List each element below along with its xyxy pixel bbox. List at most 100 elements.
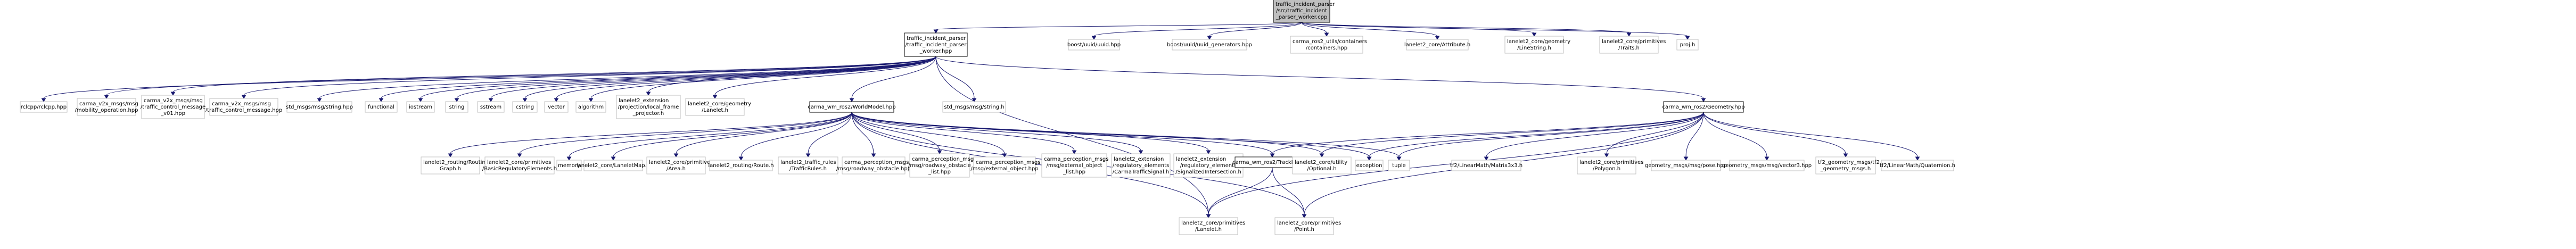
dependency-edge-worldmodel-to-trackpos [851, 112, 1275, 157]
node-box [1676, 39, 1699, 51]
node-box [1729, 160, 1805, 171]
node-label-line: Graph.h [440, 166, 461, 172]
node-box [709, 160, 773, 171]
node-label-line: /Traits.h [1618, 45, 1640, 51]
node-box [942, 101, 1006, 113]
include-node-pose: geometry_msgs/msg/pose.hpp [1645, 160, 1727, 171]
node-box [544, 101, 569, 113]
include-node-lanelet_traits: lanelet2_core/primitives/Traits.h [1599, 36, 1666, 54]
node-box [477, 101, 505, 113]
dependency-edge-geometry-to-tuple [1396, 112, 1704, 161]
dependency-edge-trackpos-to-primitives_point [1272, 167, 1307, 218]
dependency-edge-traffic_incident_worker_cpp-to-proj [1301, 22, 1690, 40]
include-node-worldmodel[interactable]: carma_wm_ros2/WorldModel.hpp [808, 101, 896, 113]
node-label-line: lanelet2_extension [1114, 156, 1164, 162]
include-node-geometry[interactable]: carma_wm_ros2/Geometry.hpp [1663, 101, 1745, 113]
node-box [1651, 160, 1721, 171]
node-box [77, 98, 136, 116]
node-box [1068, 39, 1120, 51]
dependency-edge-trackpos-to-primitives_lanelet [1206, 167, 1273, 218]
node-box [1881, 160, 1954, 171]
node-label-line: /containers.hpp [1306, 45, 1347, 51]
node-label-line: carma_perception_msgs [1044, 156, 1108, 162]
node-label-line: traffic_incident_parser [907, 36, 966, 42]
node-box [646, 156, 706, 175]
node-label-line: lanelet2_extension [1176, 156, 1226, 162]
node-label-line: tf2_geometry_msgs/tf2 [1818, 160, 1880, 165]
include-node-sstream: sstream [477, 101, 505, 113]
include-node-tuple: tuple [1388, 160, 1410, 171]
include-node-carma_traffic_signal: lanelet2_extension/regulatory_elements/C… [1111, 153, 1171, 178]
include-node-roadway_obstacle: carma_perception_msgs/msg/roadway_obstac… [836, 156, 911, 175]
node-box [1451, 160, 1521, 171]
dependency-edge-worldmodel-to-roadway_obstacle_list [851, 112, 942, 154]
node-box [909, 153, 970, 178]
node-label-line: tf2/LinearMath/Quaternion.h [1880, 163, 1955, 169]
node-box [1111, 153, 1171, 178]
node-label-line: lanelet2_core/geometry [1507, 39, 1570, 45]
include-node-tf2_geometry: tf2_geometry_msgs/tf2_geometry_msgs.h [1815, 156, 1880, 175]
node-label-line: /traffic_control_message.hpp [205, 107, 283, 113]
node-label-line: /msg/roadway_obstacle [908, 163, 971, 169]
node-label-line: std_msgs/msg/string.h [944, 104, 1004, 110]
node-box [445, 101, 468, 113]
dependency-edge-traffic_incident_worker_hpp-to-string [454, 56, 936, 102]
node-label-line: _parser_worker.cpp [1275, 14, 1328, 20]
node-label-line: /BasicRegulatoryElements.h [482, 166, 557, 172]
node-label-line: lanelet2_core/primitives [1579, 160, 1643, 165]
node-box [209, 98, 278, 116]
include-node-memory: memory [556, 160, 582, 171]
node-label-line: tf2/LinearMath/Matrix3x3.h [1450, 163, 1522, 169]
dependency-edge-traffic_incident_worker_hpp-to-lanelet_geom_lanelet [712, 56, 936, 99]
dependency-edge-traffic_incident_worker_cpp-to-lanelet_traits [1301, 22, 1632, 37]
dependency-edge-traffic_incident_worker_cpp-to-lanelet_attribute [1301, 22, 1440, 40]
node-label-line: _geometry_msgs.h [1820, 166, 1871, 172]
node-label-line: vector [548, 104, 565, 110]
node-box [1406, 39, 1469, 51]
dependency-edge-traffic_incident_worker_cpp-to-boost_uuid [1091, 22, 1302, 40]
include-node-std_string: std_msgs/msg/string.hpp [286, 101, 353, 113]
node-label-line: _list.hpp [1063, 169, 1085, 175]
include-node-traffic_incident_worker_hpp[interactable]: traffic_incident_parser/traffic_incident… [904, 32, 968, 57]
node-box [1577, 156, 1636, 175]
node-label-line: carma_ros2_utils/containers [1293, 39, 1367, 45]
node-box [575, 101, 606, 113]
node-box [1172, 39, 1247, 51]
include-node-local_frame: lanelet2_extension/projection/local_fram… [616, 95, 681, 119]
node-label-line: boost/uuid/uuid_generators.hpp [1167, 42, 1252, 48]
include-node-iostream: iostream [406, 101, 435, 113]
dependency-edge-worldmodel-to-area [673, 112, 852, 157]
dependency-edge-traffic_incident_worker_hpp-to-sstream [488, 56, 936, 102]
include-node-functional: functional [365, 101, 398, 113]
dependency-edge-traffic_incident_worker_hpp-to-geometry [935, 56, 1706, 102]
node-label-line: lanelet2_core/utility [1295, 160, 1347, 165]
include-node-mobility_operation: carma_v2x_msgs/msg/mobility_operation.hp… [75, 98, 138, 116]
node-box [484, 156, 555, 175]
dependency-edge-traffic_incident_worker_cpp-to-boost_uuid_gen [1207, 22, 1302, 40]
node-label-line: _list.hpp [928, 169, 951, 175]
node-box [809, 101, 894, 113]
node-label-line: lanelet2_core/primitives [1277, 220, 1341, 226]
node-box [286, 101, 352, 113]
include-node-traffic_control_msg: carma_v2x_msgs/msg/traffic_control_messa… [205, 98, 283, 116]
node-box [141, 95, 205, 119]
dependency-edge-worldmodel-to-carma_traffic_signal [851, 112, 1143, 154]
dependency-edge-traffic_incident_worker_hpp-to-local_frame [646, 56, 936, 96]
include-node-cstring: cstring [512, 101, 538, 113]
include-node-string: string [445, 101, 468, 113]
node-box [904, 32, 968, 57]
include-node-area: lanelet2_core/primitives/Area.h [646, 156, 713, 175]
include-node-signalized_intersection: lanelet2_extension/regulatory_elements/S… [1173, 153, 1244, 178]
include-node-lanelet_map: lanelet2_core/LaneletMap.h [577, 160, 650, 171]
dependency-edge-traffic_incident_worker_hpp-to-iostream [418, 56, 936, 102]
dependency-edge-worldmodel-to-roadway_obstacle [851, 112, 876, 157]
node-label-line: lanelet2_routing/Routing [423, 160, 489, 165]
include-node-external_object_list: carma_perception_msgs/msg/external_objec… [1041, 153, 1108, 178]
node-label-line: iostream [409, 104, 432, 110]
node-label-line: boost/uuid/uuid.hpp [1067, 42, 1121, 48]
node-label-line: carma_wm_ros2/WorldModel.hpp [808, 104, 895, 110]
nodes-layer: traffic_incident_parser/src/traffic_inci… [20, 0, 1955, 235]
node-label-line: lanelet2_core/geometry [688, 101, 751, 107]
include-node-primitives_lanelet: lanelet2_core/primitives/Lanelet.h [1179, 217, 1245, 235]
